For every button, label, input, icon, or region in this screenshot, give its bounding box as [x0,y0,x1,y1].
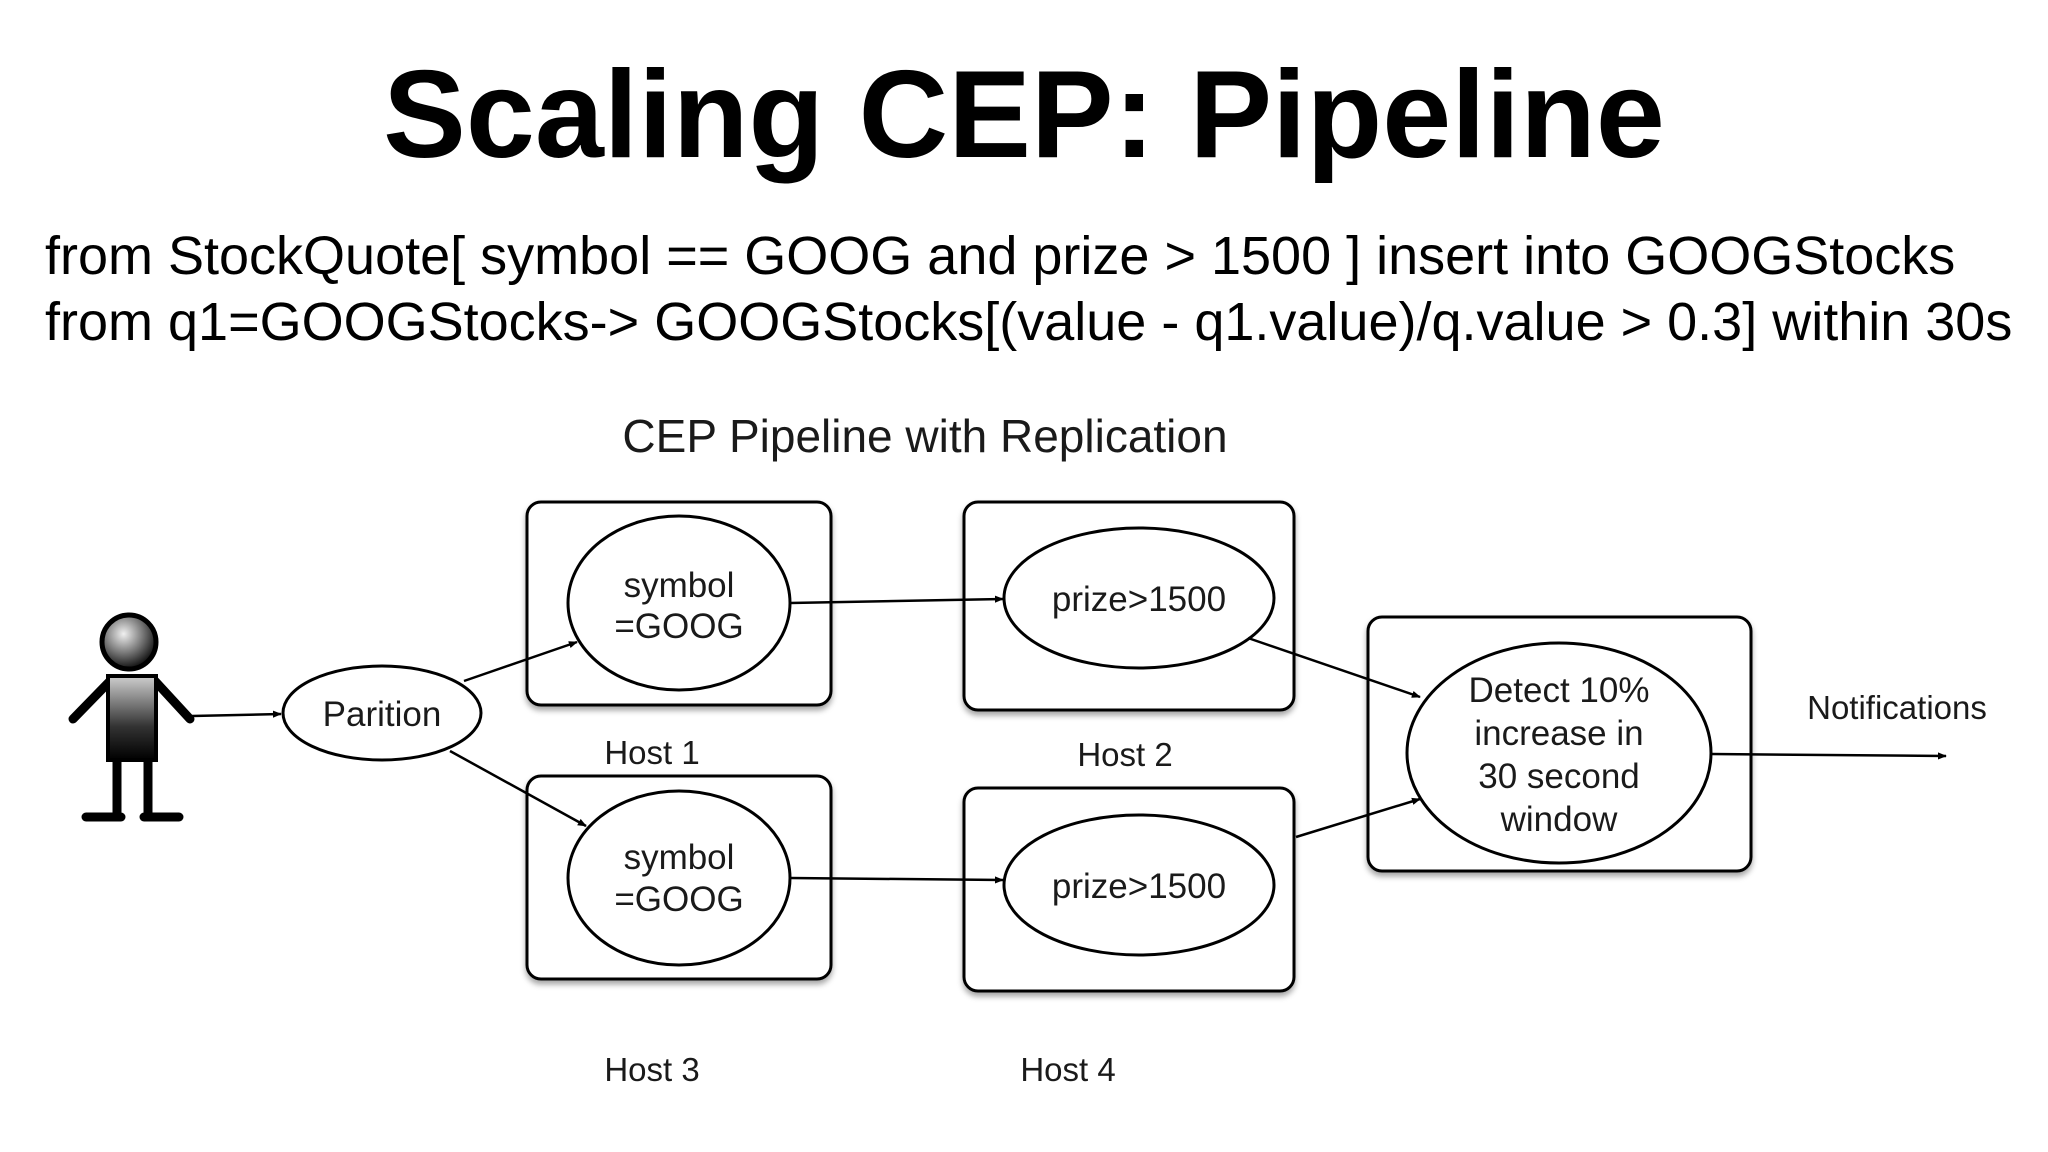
host-4-node-label: prize>1500 [1052,867,1226,906]
edge-host-2-to-detector [1247,636,1421,699]
query-line-2: from q1=GOOGStocks-> GOOGStocks[(value -… [45,292,2013,352]
edge-partition-to-host-3 [449,749,587,828]
host-3-filter-node: symbol =GOOG [566,789,792,967]
edge-host-1-to-host-2 [789,595,1004,605]
host-1-node-line-2: =GOOG [614,607,743,646]
detector-line-4: window [1500,800,1618,839]
host-1-filter-node: symbol =GOOG [566,514,792,692]
host-2-label: Host 2 [1077,736,1172,773]
notifications-label: Notifications [1807,689,1987,726]
host-4-label: Host 4 [1020,1051,1115,1088]
host-2-filter-node: prize>1500 [1002,526,1276,670]
detector-node: Detect 10% increase in 30 second window [1405,641,1713,865]
host-1-node-line-1: symbol [624,566,735,605]
slide-title: Scaling CEP: Pipeline [383,46,1665,184]
host-2-node-label: prize>1500 [1052,580,1226,619]
host-1-label: Host 1 [604,734,699,771]
partition-node: Parition [281,664,483,762]
edge-user-to-partition [191,710,282,718]
edge-host-3-to-host-4 [789,876,1004,884]
user-icon [68,612,195,822]
detector-line-1: Detect 10% [1469,671,1650,710]
host-3-label: Host 3 [604,1051,699,1088]
host-4-filter-node: prize>1500 [1002,813,1276,957]
query-line-1: from StockQuote[ symbol == GOOG and priz… [45,226,1956,286]
host-3-node-line-1: symbol [624,838,735,877]
edge-detector-to-notifications [1710,752,1947,760]
pipeline-edges [191,595,1947,884]
detector-line-2: increase in [1474,714,1643,753]
diagram-title: CEP Pipeline with Replication [622,410,1227,462]
edge-partition-to-host-1 [463,640,578,683]
detector-line-3: 30 second [1478,757,1640,796]
host-3-node-line-2: =GOOG [614,880,743,919]
edge-host-4-to-detector [1295,797,1421,839]
partition-label: Parition [323,695,442,734]
